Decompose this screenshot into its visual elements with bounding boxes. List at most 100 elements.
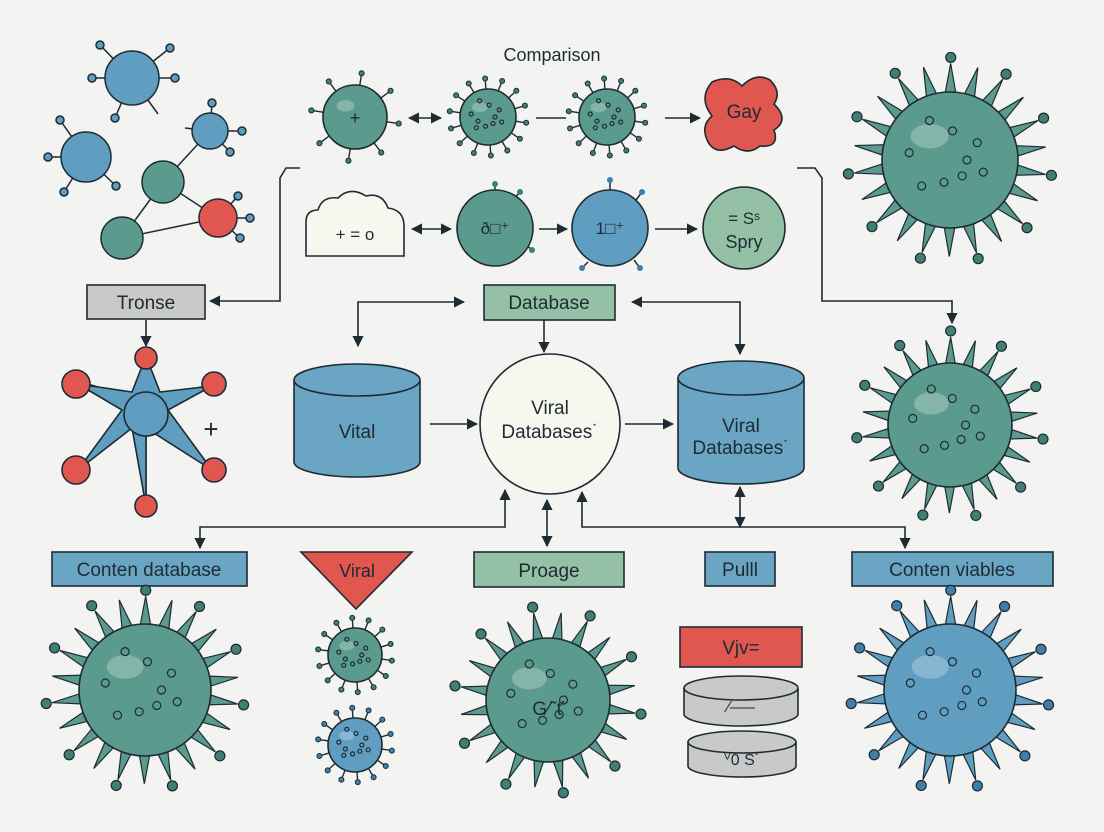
virus-dot <box>344 636 350 642</box>
virus-spike-tip <box>584 80 591 87</box>
virus-dot <box>908 413 918 424</box>
virus-spike-tip <box>349 614 356 621</box>
virus-dot <box>112 710 123 720</box>
virus-dot <box>357 748 363 754</box>
virus-spike-tip <box>388 747 395 754</box>
pulll-label: Pulll <box>722 560 758 581</box>
viral-right-line1: Viral <box>722 416 760 437</box>
virus-highlight <box>339 640 355 651</box>
virus-spike-tip <box>453 92 460 99</box>
virus-spike-tip <box>487 152 494 159</box>
virus-spike-tip <box>1043 699 1055 711</box>
virus-dot <box>592 125 598 131</box>
virus-dot <box>475 118 481 124</box>
viral-databases-cylinder <box>677 360 805 485</box>
node-c <box>702 186 786 270</box>
virus-dot <box>919 444 929 454</box>
virus-spike-tip <box>1019 750 1031 762</box>
virus-dot <box>363 645 369 651</box>
virus-spike-tip <box>1035 643 1047 655</box>
proage-label: Proage <box>518 561 579 582</box>
virus-dot <box>359 742 365 748</box>
virus-dot <box>939 707 949 717</box>
large-virus-icon-bottom-right <box>845 584 1055 792</box>
disk-2 <box>687 730 797 778</box>
virus-spike-tip <box>382 673 389 680</box>
virus-spike-tip <box>945 51 957 64</box>
virus-dot <box>166 668 177 678</box>
virus-dot <box>365 747 371 753</box>
virus-spike-tip <box>354 779 361 786</box>
virus-spike-tip <box>1045 169 1058 181</box>
virus-spike-tip <box>971 780 984 792</box>
virus-dot <box>152 700 162 711</box>
virus-highlight <box>471 102 488 113</box>
virus-dot <box>473 125 479 131</box>
virus-body <box>322 84 388 150</box>
virus-spike-tip <box>324 677 331 684</box>
virus-dot <box>506 688 516 699</box>
virus-body <box>78 623 212 757</box>
virus-spike-tip <box>388 657 395 664</box>
virus-spike-tip <box>316 140 323 147</box>
virus-dot <box>947 126 958 136</box>
virus-spike-tip <box>387 641 394 648</box>
cloud-label: + = ο <box>336 225 375 244</box>
virus-spike-tip <box>449 680 461 692</box>
conten-database-box <box>51 551 248 587</box>
virus-spike-tip <box>606 152 613 159</box>
disk-2-label: ⱽ0 S˙ <box>724 752 760 769</box>
virus-body <box>327 627 383 683</box>
virus-dot <box>615 107 621 113</box>
virus-spike-tip <box>110 779 122 792</box>
virus-dot <box>336 649 342 655</box>
virus-spike-tip <box>851 432 863 444</box>
cloud-shape <box>305 190 405 257</box>
virus-dot <box>573 706 583 716</box>
virus-dot <box>962 155 972 165</box>
virus-spike-tip <box>635 135 642 142</box>
large-virus-icon-right <box>851 325 1049 522</box>
virus-spike-tip <box>333 709 340 716</box>
viral-center-line1: Viral <box>531 398 569 419</box>
virus-spike-tip <box>575 140 582 147</box>
disk-1 <box>683 675 799 727</box>
virus-dot <box>363 735 369 741</box>
virus-spike-tip <box>868 749 880 761</box>
disk-1-label: ⁄—– <box>723 699 755 716</box>
virus-dot <box>341 662 347 668</box>
virus-spike-tip <box>1015 481 1027 493</box>
virus-spike-tip <box>623 147 630 154</box>
virus-spike-tip <box>446 108 453 115</box>
virus-highlight <box>512 667 547 690</box>
virus-dot <box>353 640 359 647</box>
virus-spike-tip <box>365 617 372 624</box>
virus-spike-tip <box>917 509 929 521</box>
virus-spike-tip <box>1037 112 1050 124</box>
virus-spike-tip <box>945 325 957 337</box>
virus-plus-icon <box>308 70 402 164</box>
virus-spike-tip <box>853 642 866 654</box>
virus-spike-tip <box>889 67 901 79</box>
virus-highlight <box>914 392 949 415</box>
virus-spike-tip <box>379 626 386 633</box>
virus-spike-tip <box>387 87 394 94</box>
virus-dot <box>350 661 356 667</box>
virus-spike-tip <box>521 102 528 109</box>
virus-dot <box>476 98 483 104</box>
virus-dot <box>134 707 144 717</box>
star-molecule <box>61 346 227 518</box>
virus-spike-tip <box>315 646 322 653</box>
virus-spike-tip <box>166 780 179 792</box>
viral-triangle-label: Viral <box>339 561 375 581</box>
tronse-box <box>86 284 206 320</box>
virus-dot <box>926 384 936 394</box>
virus-dot <box>975 431 985 441</box>
node-c-line1: = Sˢ <box>728 209 760 228</box>
pulll-box <box>704 551 776 587</box>
virus-spike-tip <box>193 600 206 613</box>
virus-spike-tip <box>354 689 361 696</box>
virus-spike-tip <box>915 779 927 792</box>
virus-spike-tip <box>891 600 903 612</box>
virus-spike-tip <box>995 340 1008 352</box>
